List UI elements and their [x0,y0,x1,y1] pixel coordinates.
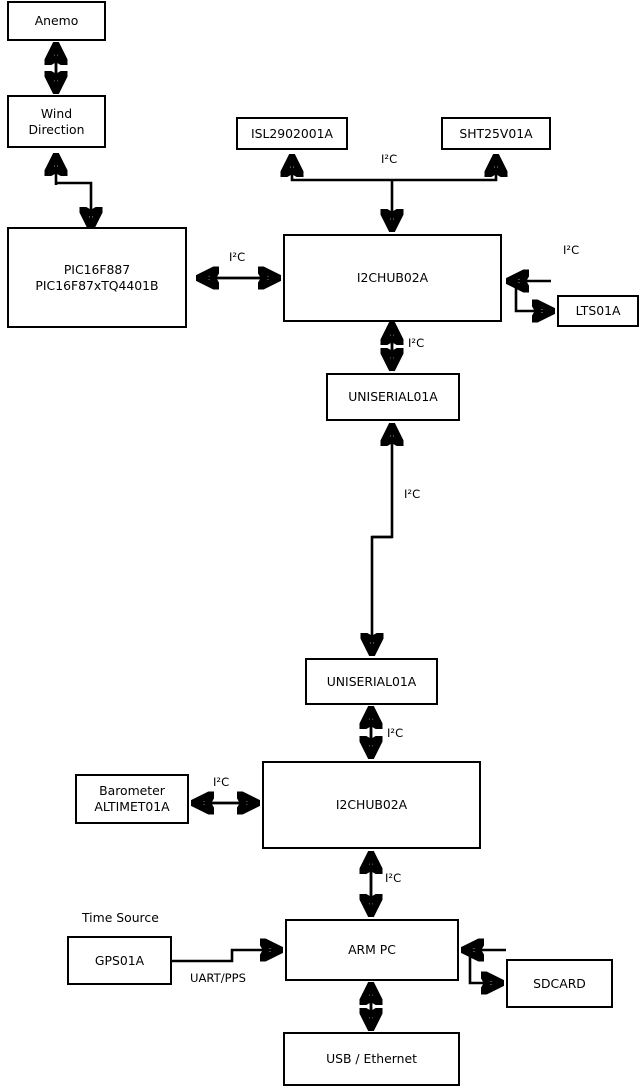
edge-label-i2c-uniserial-hubbot: I²C [387,726,404,740]
edge-label-uart-pps: UART/PPS [190,971,246,985]
node-sdcard[interactable]: SDCARD [506,959,613,1008]
connector-uniserial-link-up [372,427,392,539]
connector-gps-arm [172,950,279,963]
connector-arm-to-sdcard [468,950,500,983]
node-wind-direction[interactable]: Wind Direction [7,95,106,148]
connector-hub-to-lts [514,281,551,311]
edge-label-i2c-hubbot-arm: I²C [385,871,402,885]
node-pic-microcontroller[interactable]: PIC16F887 PIC16F87xTQ4401B [7,227,187,328]
node-sht25v01a[interactable]: SHT25V01A [441,117,551,150]
node-anemo[interactable]: Anemo [7,1,106,41]
node-isl2902001a[interactable]: ISL2902001A [236,117,348,150]
edge-label-i2c-baro-hubbot: I²C [213,775,230,789]
edge-label-i2c-hub-sensors: I²C [381,152,398,166]
connector-bus-to-sht [392,158,496,182]
node-i2chub02a-top[interactable]: I2CHUB02A [283,234,502,322]
connector-bus-to-isl [292,158,392,182]
node-barometer-altimet01a[interactable]: Barometer ALTIMET01A [75,774,189,824]
edge-label-i2c-pic-hub: I²C [229,250,246,264]
label-time-source: Time Source [82,910,159,925]
node-usb-ethernet[interactable]: USB / Ethernet [283,1032,460,1086]
node-arm-pc[interactable]: ARM PC [285,919,459,981]
edge-label-i2c-uniserial-link: I²C [404,487,421,501]
node-uniserial01a-top[interactable]: UNISERIAL01A [326,373,460,421]
node-uniserial01a-bottom[interactable]: UNISERIAL01A [305,658,438,705]
node-gps01a[interactable]: GPS01A [67,936,172,985]
node-lts01a[interactable]: LTS01A [557,295,639,327]
connector-wind-pic [56,181,91,226]
edge-label-i2c-hub-uniserial: I²C [408,336,425,350]
edge-label-i2c-hub-lts: I²C [563,243,580,257]
node-i2chub02a-bottom[interactable]: I2CHUB02A [262,761,481,849]
connector-uniserial-link-down [372,535,392,652]
